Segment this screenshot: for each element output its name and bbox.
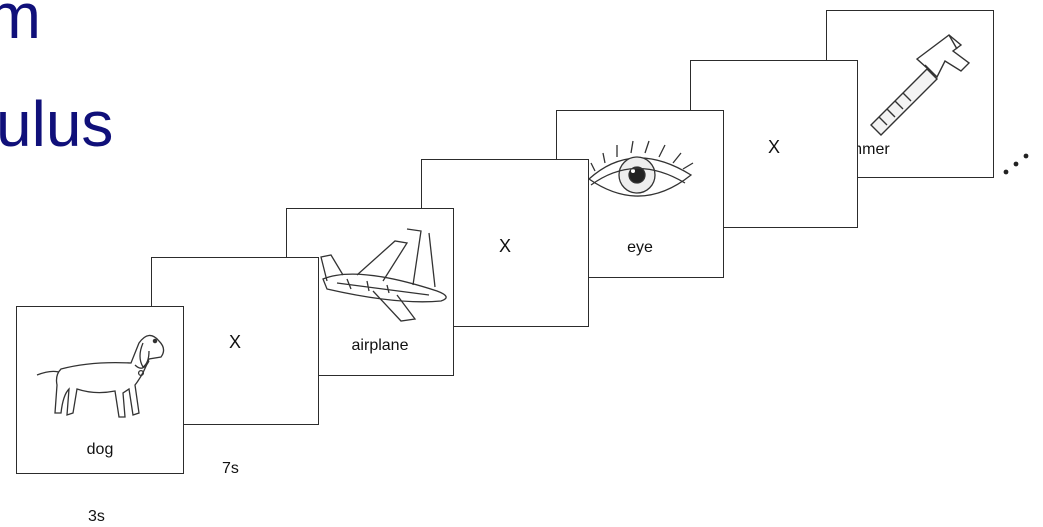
fixation-duration-label: 7s xyxy=(222,460,239,477)
stimulus-card-dog: dog xyxy=(16,306,184,474)
continuation-ellipsis-icon xyxy=(1003,153,1029,175)
fixation-cross: X xyxy=(498,236,511,256)
fixation-cross: X xyxy=(767,137,780,157)
slide-title-line-2: ulus xyxy=(0,88,114,160)
stimulus-label-airplane: airplane xyxy=(351,337,409,354)
eye-icon xyxy=(587,140,694,197)
airplane-icon xyxy=(320,228,447,322)
hammer-icon xyxy=(870,34,971,136)
stimulus-label-dog: dog xyxy=(86,441,114,458)
stimulus-duration-label: 3s xyxy=(88,508,105,525)
stimulus-label-eye: eye xyxy=(627,239,653,256)
dog-icon xyxy=(36,334,165,418)
fixation-cross: X xyxy=(228,332,241,352)
slide-title-line-1: gm xyxy=(0,0,41,52)
